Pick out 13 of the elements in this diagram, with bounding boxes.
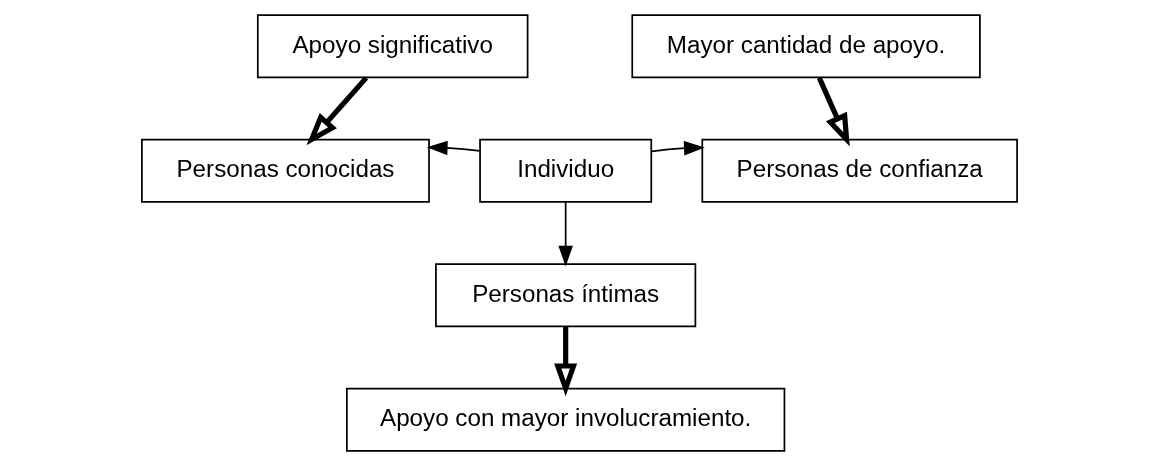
node-box: Apoyo significativo	[256, 14, 528, 79]
arrow	[426, 140, 481, 156]
node-box: Personas conocidas	[140, 138, 430, 203]
node-box: Personas de confianza	[700, 138, 1018, 203]
arrow	[557, 201, 573, 267]
arrow	[305, 76, 368, 146]
node-box: Mayor cantidad de apoyo.	[630, 14, 981, 79]
arrow	[553, 326, 577, 397]
arrow	[816, 76, 850, 147]
node-box: Individuo	[478, 138, 652, 203]
node-box: Apoyo con mayor involucramiento.	[345, 387, 785, 452]
node-box: Personas íntimas	[434, 263, 696, 328]
arrow	[650, 141, 705, 156]
